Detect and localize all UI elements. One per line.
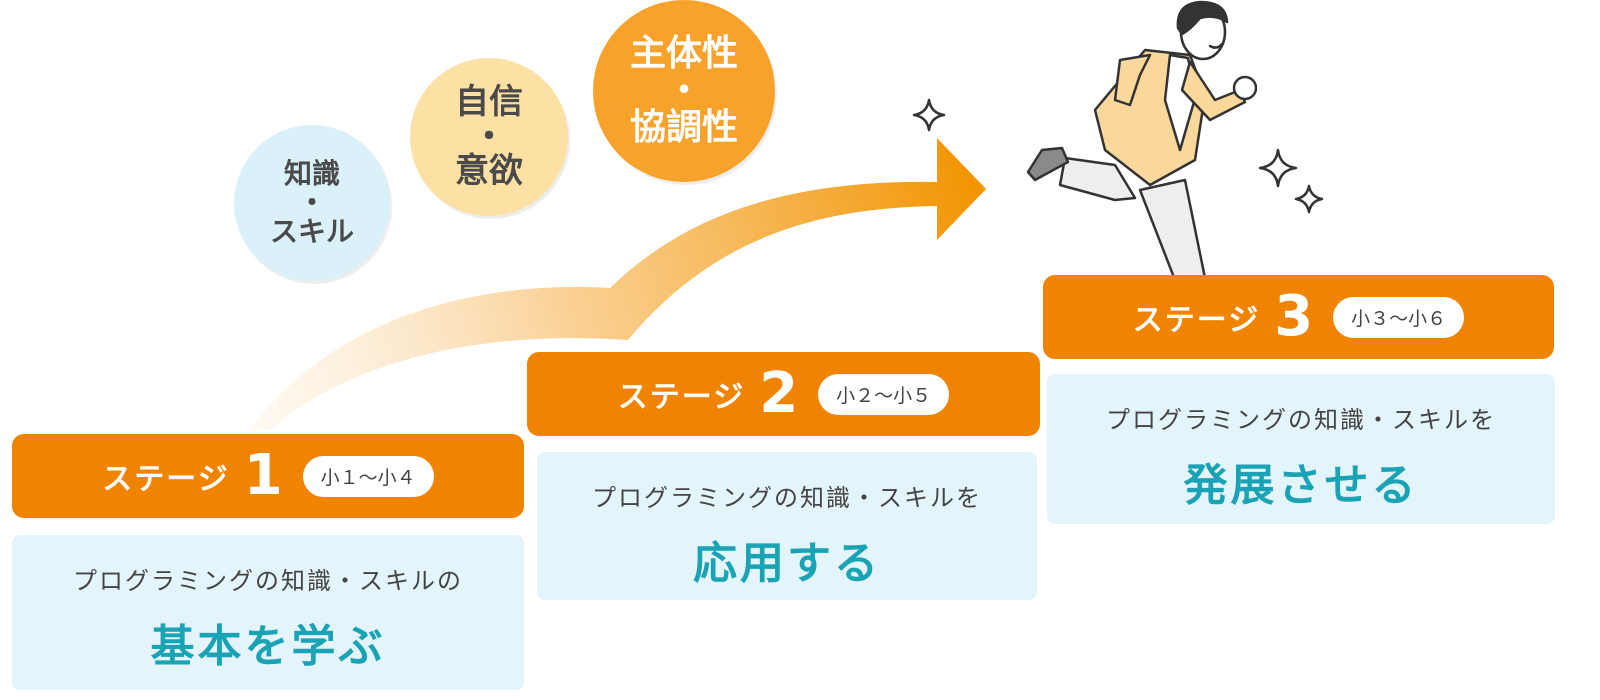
stage-description: プログラミングの知識・スキルを xyxy=(592,484,982,512)
stage-number: 1 xyxy=(243,443,283,508)
grade-range-badge: 小２〜小５ xyxy=(818,373,950,415)
stage-goal: 応用する xyxy=(693,538,881,589)
stage-description: プログラミングの知識・スキルを xyxy=(1106,406,1496,434)
bubble-line2: 意欲 xyxy=(455,151,523,192)
stage-number: 3 xyxy=(1274,284,1314,349)
stage-goal: 基本を学ぶ xyxy=(150,621,386,672)
sparkle-icon xyxy=(912,98,946,132)
bubble-line2: 協調性 xyxy=(629,107,738,149)
bubble-line1: 自信 xyxy=(455,81,523,122)
bubble-line2: スキル xyxy=(269,214,354,248)
stage-2-header: ステージ 2 小２〜小５ xyxy=(527,352,1040,436)
running-person-illustration xyxy=(1026,0,1258,300)
stage-1-description-box: プログラミングの知識・スキルの 基本を学ぶ xyxy=(12,535,524,690)
stage-1-header: ステージ 1 小１〜小４ xyxy=(12,434,524,518)
skill-bubble: 知識 ・ スキル xyxy=(234,125,390,281)
sparkle-icon xyxy=(1294,184,1324,214)
stage-2-description-box: プログラミングの知識・スキルを 応用する xyxy=(537,452,1037,600)
stage-3-header: ステージ 3 小３〜小６ xyxy=(1043,275,1554,359)
grade-range-badge: 小１〜小４ xyxy=(302,455,434,497)
bubble-separator: ・ xyxy=(472,116,506,157)
stage-number: 2 xyxy=(759,361,799,426)
stage-label: ステージ xyxy=(102,462,230,497)
stage-label: ステージ xyxy=(617,380,746,415)
grade-range-badge: 小３〜小６ xyxy=(1333,296,1465,338)
bubble-separator: ・ xyxy=(665,69,702,111)
cooperation-bubble: 主体性 ・ 協調性 xyxy=(593,0,775,182)
bubble-line1: 主体性 xyxy=(629,33,738,75)
sparkle-icon xyxy=(1258,148,1298,188)
stage-label: ステージ xyxy=(1132,303,1261,338)
stage-goal: 発展させる xyxy=(1183,460,1419,511)
bubble-separator: ・ xyxy=(297,186,326,220)
stage-description: プログラミングの知識・スキルの xyxy=(73,567,463,595)
stage-3-description-box: プログラミングの知識・スキルを 発展させる xyxy=(1047,374,1555,524)
bubble-line1: 知識 xyxy=(283,157,340,191)
motivation-bubble: 自信 ・ 意欲 xyxy=(410,58,568,216)
growth-arrow-icon xyxy=(248,138,986,432)
